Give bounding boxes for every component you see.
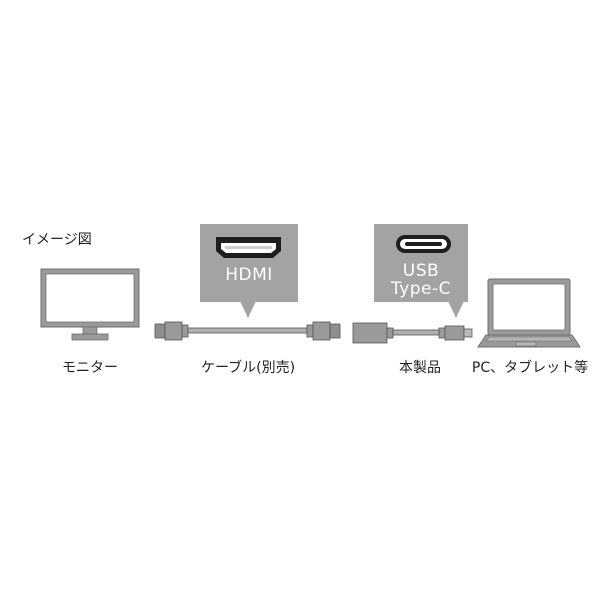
usbc-callout-label-line1: USB [402, 261, 440, 281]
monitor-icon [40, 268, 140, 341]
hdmi-port-icon [216, 237, 281, 258]
hdmi-callout-label: HDMI [225, 265, 273, 285]
usbc-callout-label-line2: Type-C [390, 279, 452, 299]
hdmi-cable-icon [154, 321, 341, 341]
usbc-callout [374, 224, 468, 318]
usb-c-port-icon [396, 235, 451, 253]
cable-label: ケーブル(別売) [200, 360, 296, 376]
hdmi-callout [200, 224, 298, 318]
product-adapter-icon [352, 322, 473, 344]
laptop-icon [477, 278, 581, 348]
product-label: 本製品 [399, 360, 441, 376]
pc-label: PC、タブレット等 [471, 360, 589, 376]
diagram-title: イメージ図 [22, 232, 92, 248]
monitor-label: モニター [62, 360, 118, 376]
